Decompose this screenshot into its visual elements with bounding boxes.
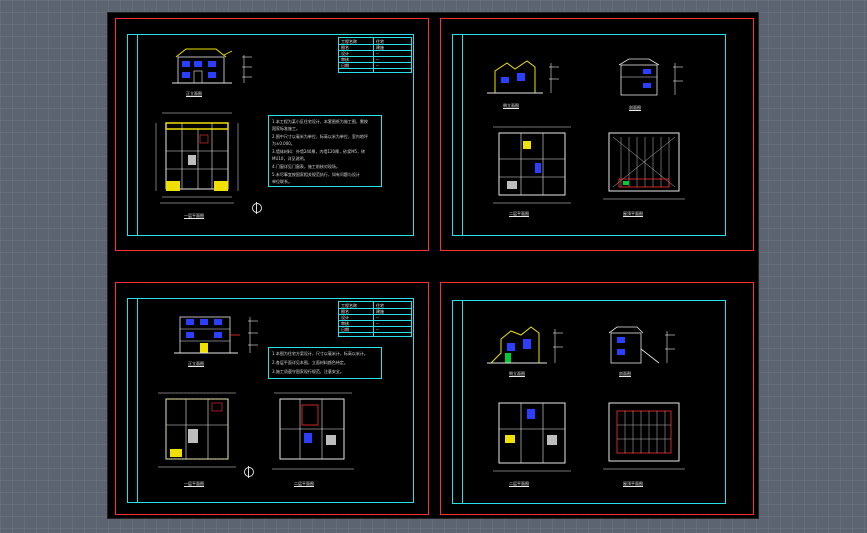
drawing-caption: 剖面图 [629,105,641,111]
drawing-caption: 剖面图 [619,371,631,377]
drawing-caption: 二层平面图 [294,481,314,487]
sheet-2-binding-line [462,35,463,235]
roof-plan-drawing[interactable] [599,123,689,209]
sheet-1-frame: 工程名称 图名 设计 审核 日期 住宅 建施 -- -- -- [127,34,414,236]
drawing-caption: 二层平面图 [509,211,529,217]
title-block-value: 住宅 [376,39,384,44]
drawing-caption: 侧立面图 [503,103,519,109]
title-block-value: -- [376,321,379,326]
front-elevation-drawing[interactable] [174,313,264,357]
title-block-cell: 工程名称 [341,39,357,44]
sheet-3-border: 工程名称 图名 设计 审核 日期 住宅 建施 -- -- -- [115,282,429,515]
front-elevation-drawing[interactable] [172,47,262,87]
sheet-3-binding-line [137,299,138,502]
north-arrow-icon [252,202,262,214]
roof-plan-drawing[interactable] [599,395,689,479]
sheet-2-border: 侧立面图 剖面图 [440,18,754,251]
section-drawing[interactable] [613,57,693,101]
drawing-caption: 屋顶平面图 [623,211,643,217]
title-block-value: -- [376,51,379,56]
sheet-4-border: 侧立面图 剖面图 [440,282,754,515]
title-block-cell: 设计 [341,51,349,56]
title-block-value: -- [376,63,379,68]
cad-model-space[interactable]: 工程名称 图名 设计 审核 日期 住宅 建施 -- -- -- [107,12,759,519]
title-block-cell: 图名 [341,309,349,314]
title-block-cell: 日期 [341,327,349,332]
title-block-value: 建施 [376,45,384,50]
second-floor-plan-drawing[interactable] [268,389,358,479]
design-notes: 1.本工程为某小区住宅设计，本套图纸为施工图，需按 国家标准施工。 2.图中尺寸… [268,115,382,187]
title-block-cell: 设计 [341,315,349,320]
sheet-1-border: 工程名称 图名 设计 审核 日期 住宅 建施 -- -- -- [115,18,429,251]
sheet-3-frame: 工程名称 图名 设计 审核 日期 住宅 建施 -- -- -- [127,298,414,503]
sheet-4-binding-line [462,301,463,503]
drawing-caption: 侧立面图 [509,371,525,377]
section-drawing[interactable] [603,323,687,367]
side-elevation-drawing[interactable] [487,57,567,97]
sheet-1-binding-line [137,35,138,235]
title-block-cell: 图名 [341,45,349,50]
second-floor-plan-drawing[interactable] [487,395,577,479]
second-floor-plan-drawing[interactable] [487,123,577,209]
sheet-4-frame: 侧立面图 剖面图 [452,300,726,504]
first-floor-plan-drawing[interactable] [152,389,242,479]
drawing-caption: 正立面图 [186,91,202,97]
title-block-value: -- [376,327,379,332]
title-block-value: -- [376,315,379,320]
first-floor-plan-drawing[interactable] [152,111,242,211]
drawing-caption: 正立面图 [188,361,204,367]
side-elevation-drawing[interactable] [487,323,571,367]
title-block-value: 建施 [376,309,384,314]
title-block-value: -- [376,57,379,62]
title-block-cell: 审核 [341,57,349,62]
drawing-caption: 屋顶平面图 [623,481,643,487]
title-block-cell: 审核 [341,321,349,326]
title-block: 工程名称 图名 设计 审核 日期 住宅 建施 -- -- -- [338,37,412,73]
title-block-cell: 日期 [341,63,349,68]
title-block: 工程名称 图名 设计 审核 日期 住宅 建施 -- -- -- [338,301,412,337]
drawing-caption: 一层平面图 [184,213,204,219]
sheet-2-frame: 侧立面图 剖面图 [452,34,726,236]
title-block-cell: 工程名称 [341,303,357,308]
design-notes: 1.本图为住宅方案设计，尺寸以毫米计，标高以米计。 2.各层平面详见本图，立面材… [268,347,382,379]
drawing-caption: 一层平面图 [184,481,204,487]
north-arrow-icon [244,466,254,478]
drawing-caption: 二层平面图 [509,481,529,487]
title-block-value: 住宅 [376,303,384,308]
